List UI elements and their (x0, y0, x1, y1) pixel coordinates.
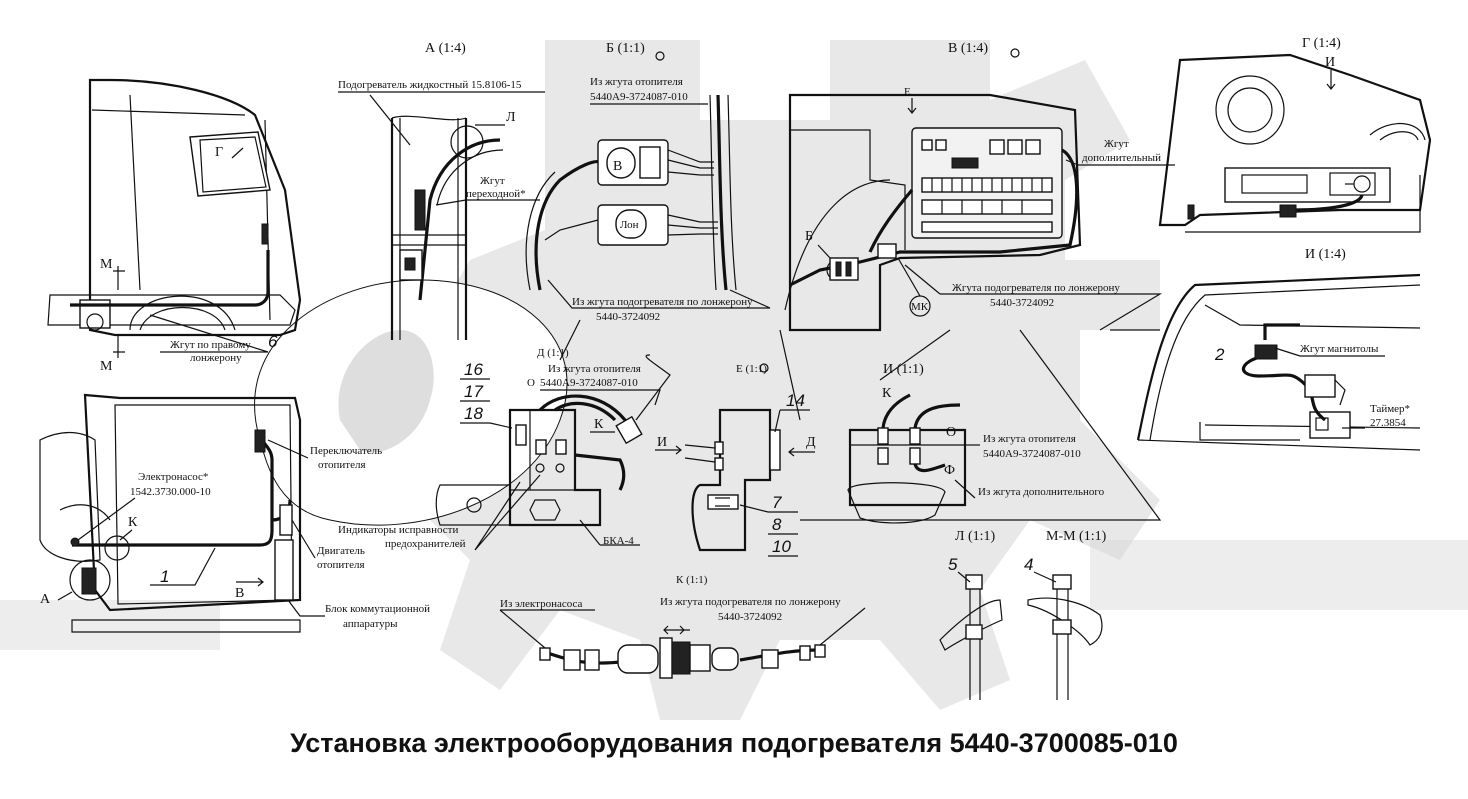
label-heater-harness-spar-v2: 5440-3724092 (990, 297, 1054, 309)
view-g-panel: И (1158, 53, 1432, 233)
label-heater-harness-spar-v: Жгута подогревателя по лонжерону (952, 282, 1120, 294)
view-label-a: А (1:4) (425, 41, 466, 56)
callout-5: 5 (948, 555, 958, 574)
relay-grid (921, 139, 1053, 233)
label-harness-right-spar-2: лонжерону (190, 352, 242, 364)
letter-d-e: Д (806, 435, 816, 450)
view-i-timer: 2 Жгут магнитолы Таймер* 27.3854 (1136, 273, 1421, 451)
label-heater-motor: Двигатель (317, 545, 365, 557)
letter-m-bottom: М (100, 359, 113, 374)
view-label-mm: М-М (1:1) (1046, 529, 1107, 544)
label-switch: Переключатель (310, 445, 382, 457)
callout-2: 2 (1214, 345, 1225, 364)
label-harness-adapter: Жгут (480, 175, 505, 187)
letter-k-cab: К (128, 515, 138, 530)
letter-e-v: Е (904, 86, 911, 98)
view-label-i11: И (1:1) (883, 362, 924, 377)
leader-lines (559, 319, 1162, 521)
label-from-heater-harness-d2: 5440А9-3724087-010 (540, 377, 638, 389)
label-electropump-2: 1542.3730.000-10 (130, 486, 211, 498)
label-heater-motor-2: отопителя (317, 559, 365, 571)
letter-g: Г (215, 145, 223, 160)
label-from-heater-harness-b2: 5440А9-3724087-010 (590, 91, 688, 103)
view-b-connectors: В Лон Из жгута отопителя 5440А9-3724087-… (525, 76, 771, 323)
callout-10: 10 (772, 537, 791, 556)
view-k-connector: Из электронасоса Из жгута подогревателя … (499, 596, 866, 679)
label-from-heater-harness-i: Из жгута отопителя (983, 433, 1076, 445)
label-harness-right-spar: Жгут по правому (170, 339, 251, 351)
letter-v-connector: В (613, 159, 622, 174)
letter-a-cab: А (40, 592, 51, 607)
label-heater-liquid: Подогреватель жидкостный 15.8106-15 (338, 79, 522, 91)
view-label-v: В (1:4) (948, 41, 988, 56)
view-label-d: Д (1:1) (537, 347, 569, 359)
view-label-i14: И (1:4) (1305, 247, 1346, 262)
callout-17: 17 (464, 382, 483, 401)
label-electropump: Электронасос* (138, 471, 208, 483)
label-from-heater-spar-b: Из жгута подогревателя по лонжерону (572, 296, 753, 308)
label-from-additional: Из жгута дополнительного (978, 486, 1105, 498)
label-fuse-indicators: Индикаторы исправности (338, 524, 458, 536)
view-l-mm-details: 5 4 (939, 555, 1103, 700)
callout-8: 8 (772, 515, 782, 534)
letter-v-cab: В (235, 586, 244, 601)
letter-k-i: К (882, 386, 892, 401)
label-from-heater-spar-b2: 5440-3724092 (596, 311, 660, 323)
letter-l: Л (506, 110, 516, 125)
view-label-k: К (1:1) (676, 574, 708, 586)
letter-i-g: И (1325, 55, 1335, 70)
callout-7: 7 (772, 493, 782, 512)
letter-o-d: О (527, 377, 535, 389)
callout-1: 1 (160, 567, 169, 586)
callout-4: 4 (1024, 555, 1033, 574)
label-from-heater-harness-b: Из жгута отопителя (590, 76, 683, 88)
label-bka: БКА-4 (603, 535, 634, 547)
view-label-e: Е (1:1) (736, 363, 767, 375)
letter-f-i: Ф (944, 463, 955, 478)
label-from-electropump: Из электронасоса (500, 598, 583, 610)
label-switch-unit-2: аппаратуры (343, 618, 398, 630)
view-d-block: Из жгута отопителя 5440А9-3724087-010 О … (435, 354, 682, 547)
letter-o-i: О (946, 425, 956, 440)
truck-cab-side: Г М М Жгут по правому лонжерону 6 (47, 78, 302, 374)
label-switch-2: отопителя (318, 459, 366, 471)
label-from-heater-harness-d: Из жгута отопителя (548, 363, 641, 375)
label-timer-2: 27.3854 (1370, 417, 1406, 429)
callout-18: 18 (464, 404, 483, 423)
label-switch-unit: Блок коммутационной (325, 603, 430, 615)
label-from-heater-spar-k2: 5440-3724092 (718, 611, 782, 623)
label-harness-additional-2: дополнительный (1082, 152, 1161, 164)
truck-cab-front: К А В 1 Электронасос* 1542.3730.000-10 П… (39, 393, 541, 633)
view-v-fusebox: МК Б Е Жгут дополнительный Жгута подогре… (784, 86, 1175, 332)
label-from-heater-harness-i2: 5440А9-3724087-010 (983, 448, 1081, 460)
view-e-unit: 14 Д 7 8 10 (684, 391, 816, 557)
label-harness-radio: Жгут магнитолы (1300, 343, 1379, 355)
view-label-b: Б (1:1) (606, 41, 645, 56)
callout-16: 16 (464, 360, 483, 379)
letter-b-v: Б (805, 229, 813, 244)
callout-6: 6 (268, 332, 278, 351)
label-harness-adapter-2: переходной* (466, 188, 526, 200)
view-label-l: Л (1:1) (955, 529, 996, 544)
label-from-heater-spar-k: Из жгута подогревателя по лонжерону (660, 596, 841, 608)
view-i-detail: К О Ф Из жгута отопителя 5440А9-3724087-… (847, 386, 1105, 524)
label-harness-additional: Жгут (1104, 138, 1129, 150)
letter-m-top: М (100, 257, 113, 272)
letter-i-d: И (657, 435, 667, 450)
view-label-g: Г (1:4) (1302, 36, 1341, 51)
view-headers: А (1:4) Б (1:1) В (1:4) Г (1:4) И (1:4) … (425, 36, 1346, 586)
letter-mk: МК (911, 301, 929, 313)
letter-lon-connector: Лон (620, 219, 639, 231)
label-timer: Таймер* (1370, 403, 1410, 415)
letter-k-d: К (594, 417, 604, 432)
view-a-heater: Подогреватель жидкостный 15.8106-15 Л Жг… (338, 79, 545, 340)
label-fuse-indicators-2: предохранителей (385, 538, 466, 550)
diagram-title: Установка электрооборудования подогреват… (290, 728, 1178, 758)
